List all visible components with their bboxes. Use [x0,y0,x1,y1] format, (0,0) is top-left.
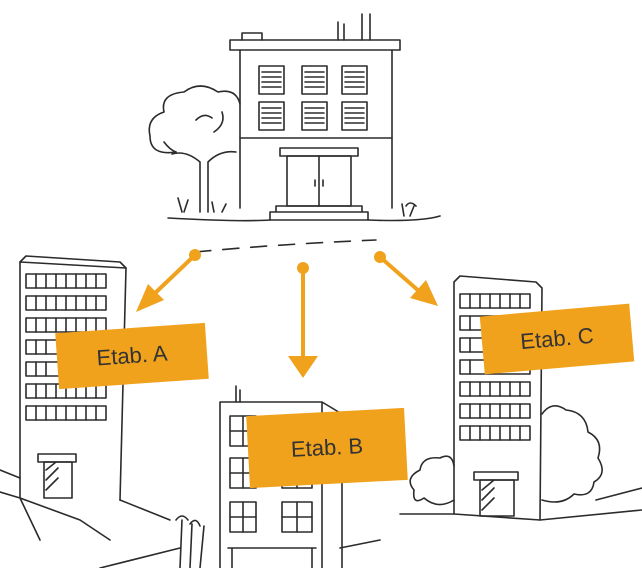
label-etab-a-text: Etab. A [95,340,169,371]
label-etab-a: Etab. A [55,322,209,390]
connection-line [194,239,377,253]
headquarters-building [148,13,441,222]
arrow-to-b [288,262,318,378]
label-etab-c-text: Etab. C [519,322,595,355]
label-etab-b-text: Etab. B [290,433,364,462]
arrow-to-a [136,249,201,312]
arrow-to-c [374,251,438,306]
label-etab-b: Etab. B [246,407,408,489]
